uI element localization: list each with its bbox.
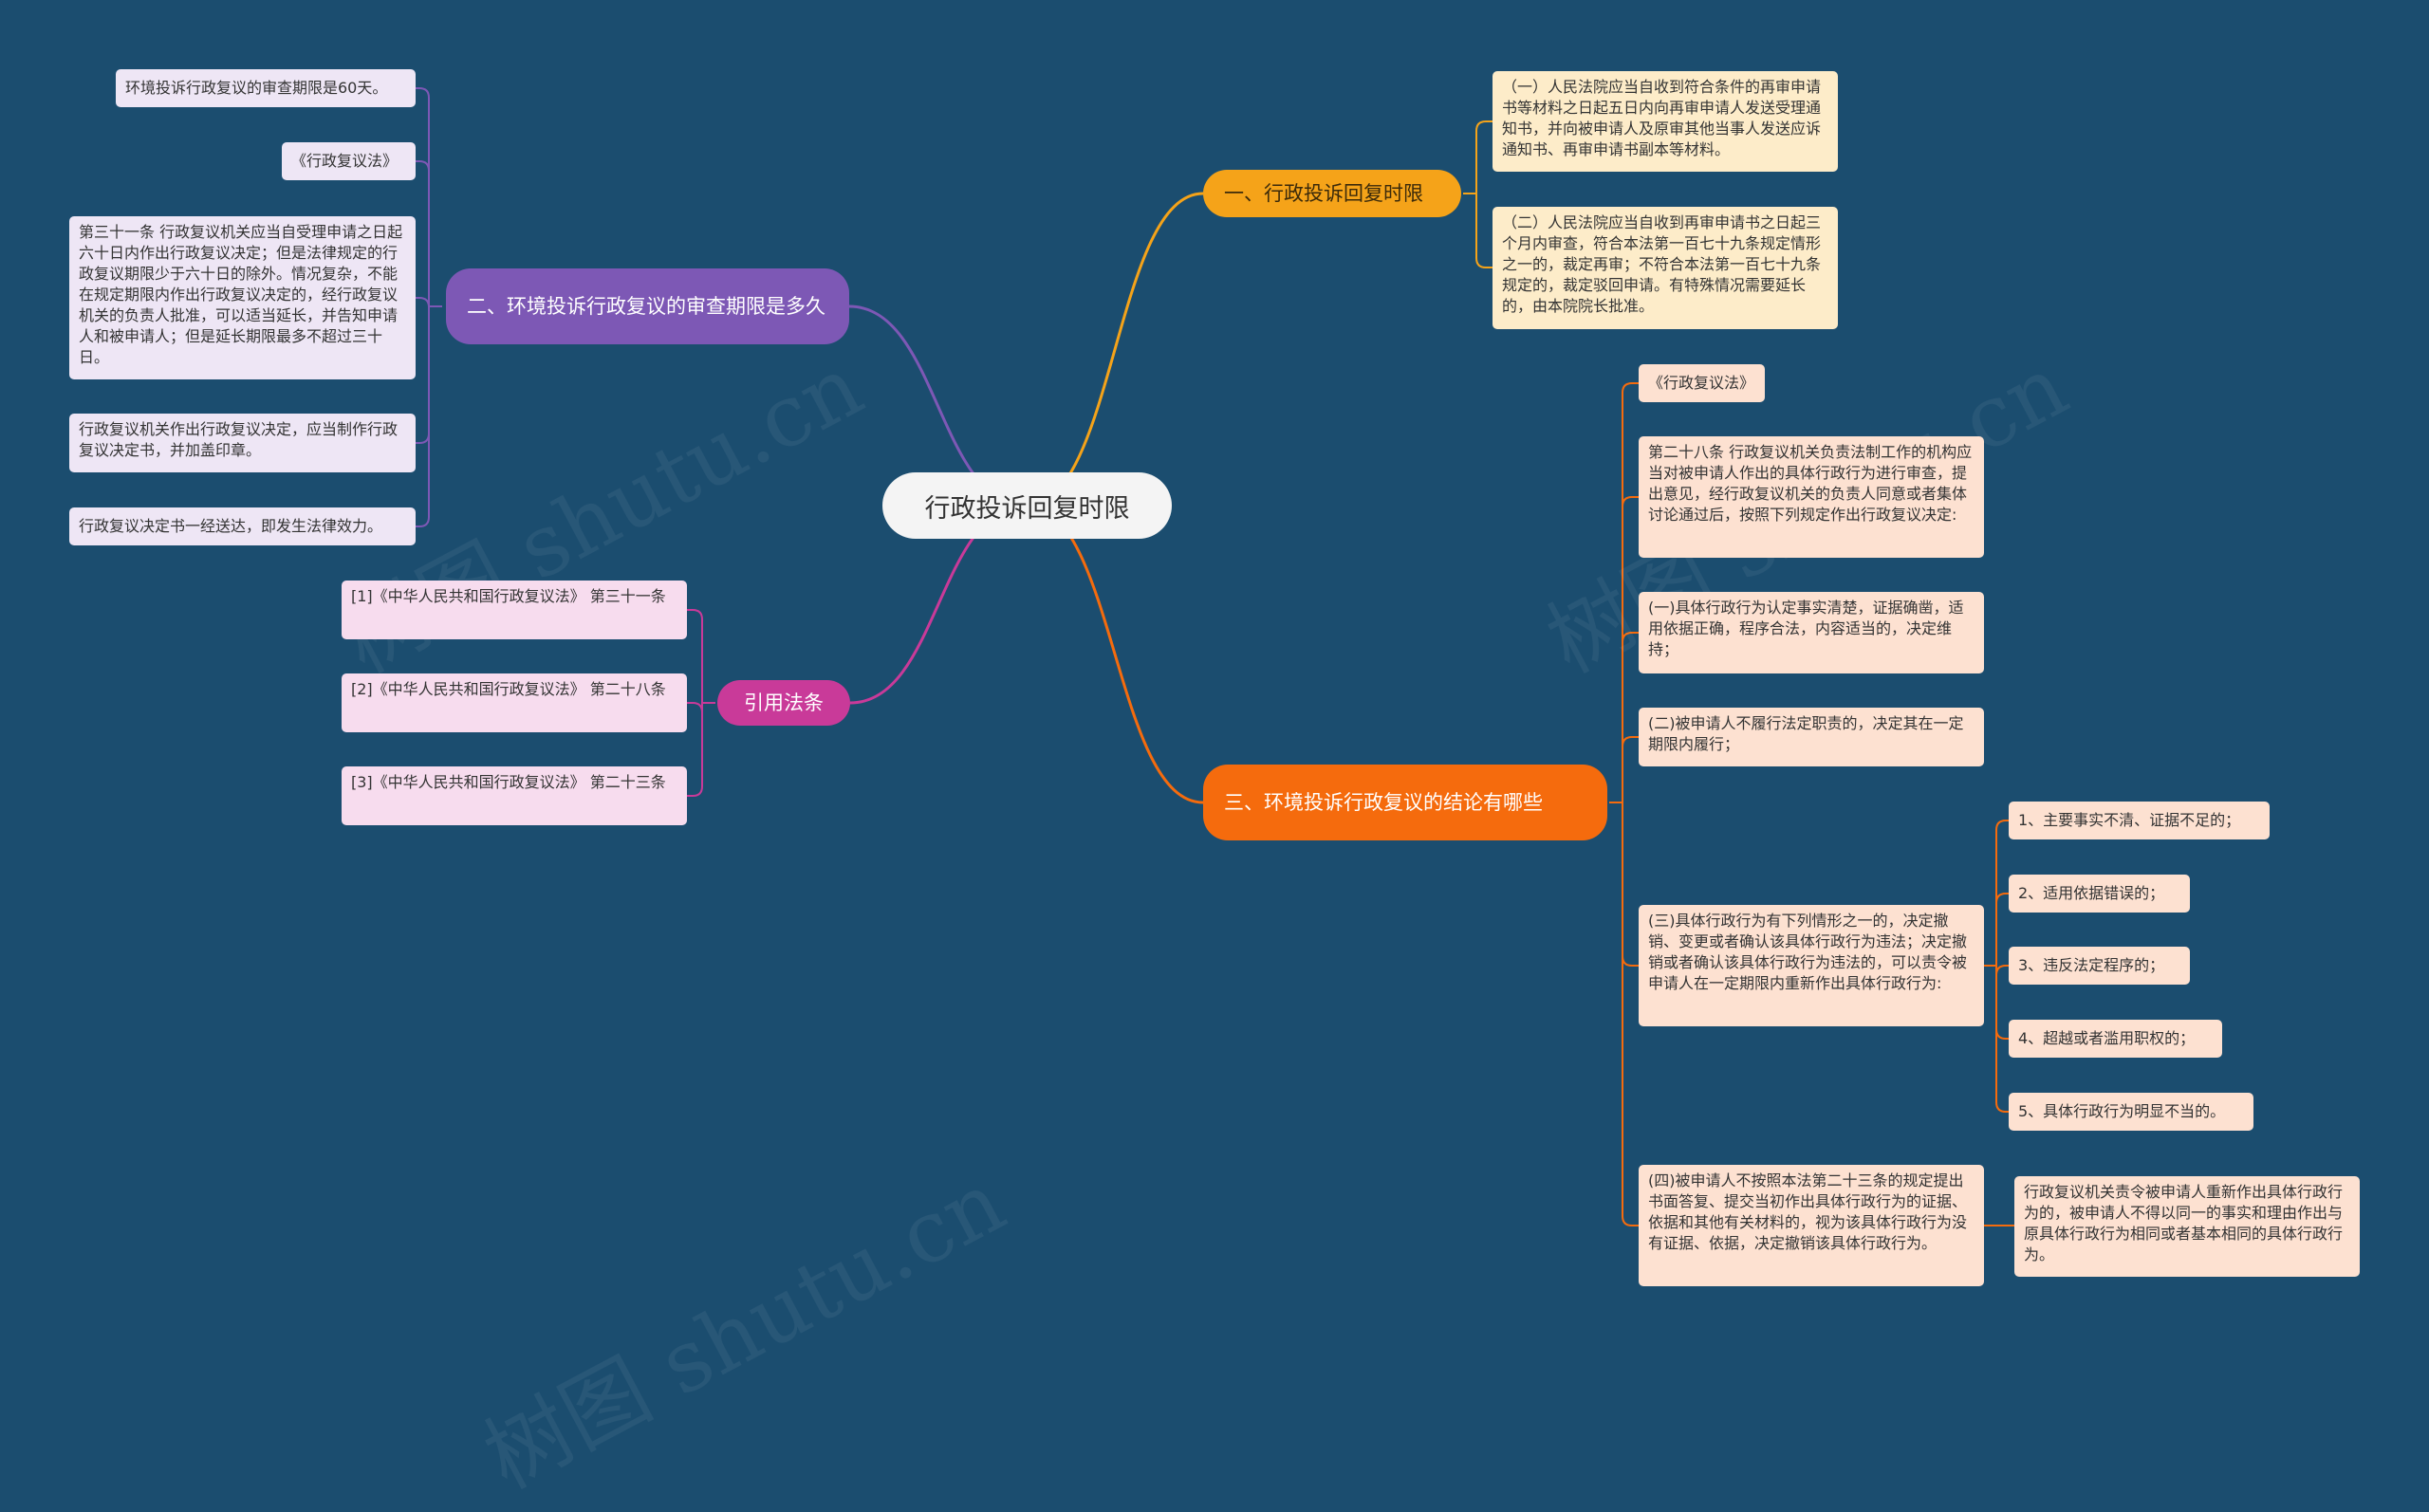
connector-b3-leaf	[687, 609, 715, 704]
connector-b4-leaf	[1609, 382, 1639, 803]
leaf-node[interactable]: 《行政复议法》	[1639, 364, 1765, 402]
leaf-node[interactable]: 第三十一条 行政复议机关应当自受理申请之日起六十日内作出行政复议决定；但是法律规…	[69, 216, 416, 379]
leaf-node[interactable]: 1、主要事实不清、证据不足的；	[2009, 802, 2270, 839]
connector-b2-leaf	[416, 305, 442, 527]
leaf-node[interactable]: 行政复议决定书一经送达，即发生法律效力。	[69, 507, 416, 545]
connector-b2-leaf	[416, 87, 442, 307]
connector-b4-leaf	[1609, 736, 1639, 803]
branch-review-period[interactable]: 二、环境投诉行政复议的审查期限是多久	[446, 268, 849, 344]
connector-b4-sub3	[1983, 965, 2009, 1113]
connector-root-b4	[1026, 504, 1204, 804]
leaf-node[interactable]: （二）人民法院应当自收到再审申请书之日起三个月内审查，符合本法第一百七十九条规定…	[1493, 207, 1838, 329]
connector-b1-leaf	[1463, 120, 1493, 194]
leaf-node[interactable]: 行政复议机关责令被申请人重新作出具体行政行为的，被申请人不得以同一的事实和理由作…	[2014, 1176, 2360, 1277]
leaf-node[interactable]: 环境投诉行政复议的审查期限是60天。	[116, 69, 416, 107]
connector-root-b1	[1026, 192, 1204, 507]
branch-response-time-limit[interactable]: 一、行政投诉回复时限	[1203, 170, 1461, 217]
connector-b4-sub3	[1983, 820, 2009, 967]
leaf-node[interactable]: [3]《中华人民共和国行政复议法》 第二十三条	[342, 766, 687, 825]
connector-b2-leaf	[416, 160, 442, 307]
leaf-node[interactable]: [1]《中华人民共和国行政复议法》 第三十一条	[342, 581, 687, 639]
connector-b4-leaf	[1609, 802, 1639, 1226]
branch-review-conclusions[interactable]: 三、环境投诉行政复议的结论有哪些	[1203, 765, 1607, 840]
connector-b4-sub3	[1983, 893, 2009, 967]
leaf-node[interactable]: 2、适用依据错误的；	[2009, 875, 2190, 913]
leaf-node[interactable]: 4、超越或者滥用职权的；	[2009, 1020, 2222, 1058]
leaf-node[interactable]: 3、违反法定程序的；	[2009, 947, 2190, 985]
leaf-node[interactable]: (一)具体行政行为认定事实清楚，证据确凿，适用依据正确，程序合法，内容适当的，决…	[1639, 592, 1984, 673]
leaf-node[interactable]: (四)被申请人不按照本法第二十三条的规定提出书面答复、提交当初作出具体行政行为的…	[1639, 1165, 1984, 1286]
leaf-node[interactable]: （一）人民法院应当自收到符合条件的再审申请书等材料之日起五日内向再审申请人发送受…	[1493, 71, 1838, 172]
leaf-node[interactable]: 行政复议机关作出行政复议决定，应当制作行政复议决定书，并加盖印章。	[69, 414, 416, 472]
mindmap-canvas: 树图 shutu.cn 树图 shutu.cn 树图 shutu.cn 行政投诉…	[69, 69, 2360, 1508]
connector-b4-leaf	[1609, 496, 1639, 803]
leaf-node[interactable]: (二)被申请人不履行法定职责的，决定其在一定期限内履行；	[1639, 708, 1984, 766]
connector-b3-leaf	[687, 702, 715, 797]
leaf-node[interactable]: 5、具体行政行为明显不当的。	[2009, 1093, 2253, 1131]
connector-b4-leaf	[1609, 632, 1639, 803]
leaf-node[interactable]: [2]《中华人民共和国行政复议法》 第二十八条	[342, 673, 687, 732]
leaf-node[interactable]: 《行政复议法》	[282, 142, 416, 180]
connector-b4-leaf	[1609, 802, 1639, 967]
connector-b1-leaf	[1463, 193, 1493, 268]
leaf-node[interactable]: 第二十八条 行政复议机关负责法制工作的机构应当对被申请人作出的具体行政行为进行审…	[1639, 436, 1984, 558]
root-topic[interactable]: 行政投诉回复时限	[882, 472, 1172, 539]
branch-cited-articles[interactable]: 引用法条	[717, 680, 850, 726]
leaf-node[interactable]: (三)具体行政行为有下列情形之一的，决定撤销、变更或者确认该具体行政行为违法；决…	[1639, 905, 1984, 1026]
